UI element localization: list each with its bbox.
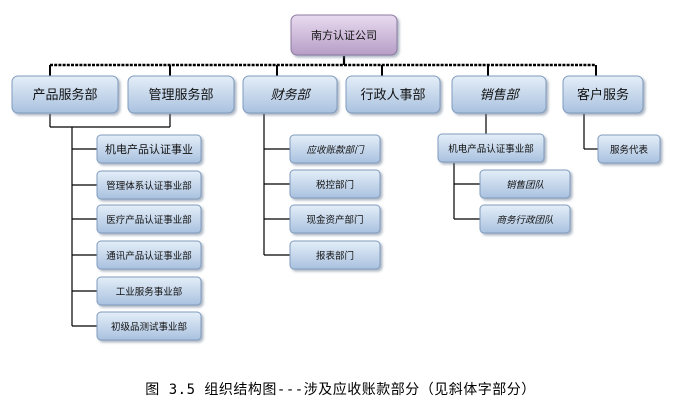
connectors <box>49 56 598 327</box>
unit-label: 现金资产部门 <box>306 214 363 226</box>
department-customer-service[interactable]: 客户服务 <box>562 75 644 114</box>
unit-mechatronic-certification[interactable]: 机电产品认证事业 <box>96 134 202 164</box>
unit-label: 税控部门 <box>316 179 354 191</box>
unit-label: 通讯产品认证事业部 <box>106 250 192 262</box>
unit-accounts-receivable[interactable]: 应收账款部门 <box>289 134 381 164</box>
department-management-service[interactable]: 管理服务部 <box>127 75 235 114</box>
department-label: 销售部 <box>479 88 520 103</box>
unit-label: 商务行政团队 <box>496 214 554 226</box>
department-sales[interactable]: 销售部 <box>451 75 547 114</box>
department-finance[interactable]: 财务部 <box>242 75 338 114</box>
department-label: 客户服务 <box>577 87 629 103</box>
unit-cash-assets[interactable]: 现金资产部门 <box>289 204 381 234</box>
unit-label: 初级品测试事业部 <box>111 321 187 333</box>
unit-label: 医疗产品认证事业部 <box>106 214 192 226</box>
unit-business-admin-team[interactable]: 商务行政团队 <box>479 204 571 234</box>
department-admin-hr[interactable]: 行政人事部 <box>345 75 441 114</box>
unit-management-system-certification[interactable]: 管理体系认证事业部 <box>96 170 202 200</box>
department-label: 财务部 <box>270 88 311 103</box>
unit-telecom-product-certification[interactable]: 通讯产品认证事业部 <box>96 240 202 270</box>
department-label: 行政人事部 <box>360 88 425 103</box>
unit-primary-product-testing[interactable]: 初级品测试事业部 <box>96 311 202 341</box>
root-label: 南方认证公司 <box>311 28 377 42</box>
department-product-service[interactable]: 产品服务部 <box>11 75 119 114</box>
unit-label: 机电产品认证事业部 <box>448 143 534 155</box>
unit-tax-control[interactable]: 税控部门 <box>289 169 381 199</box>
unit-label: 服务代表 <box>610 144 649 156</box>
unit-label: 销售团队 <box>506 180 545 191</box>
unit-industrial-service[interactable]: 工业服务事业部 <box>96 276 202 306</box>
unit-service-representative[interactable]: 服务代表 <box>597 134 661 164</box>
unit-label: 应收账款部门 <box>306 144 365 156</box>
unit-label: 机电产品认证事业 <box>105 142 193 156</box>
unit-sales-team[interactable]: 销售团队 <box>479 169 571 199</box>
unit-reporting[interactable]: 报表部门 <box>289 240 381 270</box>
figure-caption: 图 3.5 组织结构图---涉及应收账款部分（见斜体字部分） <box>145 382 536 398</box>
department-label: 产品服务部 <box>32 87 97 103</box>
department-label: 管理服务部 <box>148 87 213 103</box>
unit-medical-product-certification[interactable]: 医疗产品认证事业部 <box>96 204 202 234</box>
unit-label: 报表部门 <box>316 250 354 262</box>
unit-sales-mechatronic-certification[interactable]: 机电产品认证事业部 <box>437 133 545 163</box>
unit-label: 管理体系认证事业部 <box>106 180 192 192</box>
root-node[interactable]: 南方认证公司 <box>290 14 398 56</box>
unit-label: 工业服务事业部 <box>116 286 183 298</box>
